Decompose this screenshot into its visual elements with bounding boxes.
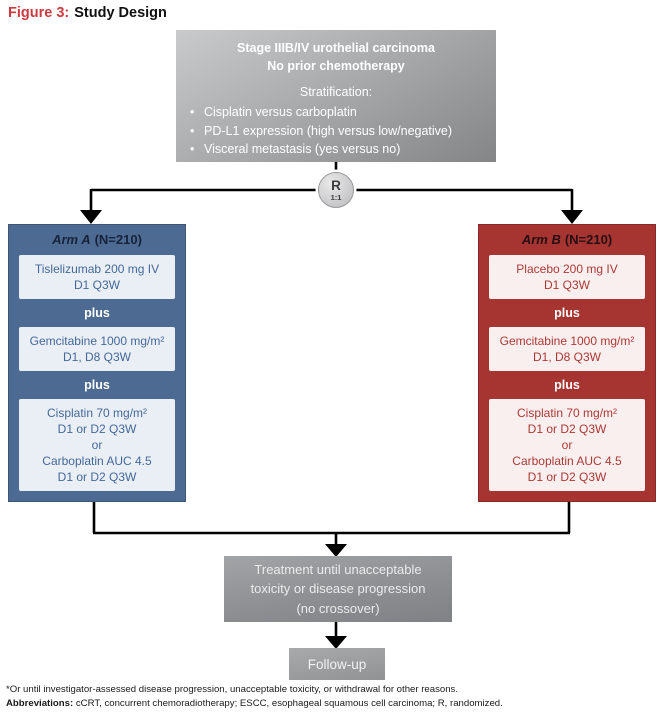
drug-dose-line: Gemcitabine 1000 mg/m²: [29, 333, 165, 348]
or-label: or: [561, 437, 573, 452]
stratification-label: Stratification:: [299, 85, 373, 99]
stratification-list: Cisplatin versus carboplatin PD-L1 expre…: [176, 103, 496, 159]
arrowhead-followup: [325, 636, 347, 649]
plus-label: plus: [554, 377, 580, 392]
population-line-1: Stage IIIB/IV urothelial carcinoma: [237, 41, 435, 55]
drug-schedule-line: D1, D8 Q3W: [532, 349, 601, 364]
randomization-symbol: R: [331, 178, 341, 193]
arm-a-header: Arm A(N=210): [52, 232, 142, 248]
followup-box: Follow-up: [289, 648, 385, 680]
footnote-asterisk: *Or until investigator-assessed disease …: [6, 684, 658, 696]
drug-schedule-line: D1 or D2 Q3W: [527, 421, 607, 436]
drug-dose-line: Carboplatin AUC 4.5: [512, 453, 622, 468]
arm-a-name: Arm A: [52, 232, 91, 247]
treatment-line-1: Treatment until unacceptable: [254, 561, 422, 577]
arm-b-box: Arm B(N=210) Placebo 200 mg IV D1 Q3W pl…: [478, 224, 656, 502]
abbreviations-footnote: Abbreviations: cCRT, concurrent chemorad…: [6, 698, 658, 710]
arm-b-n: (N=210): [564, 232, 613, 247]
drug-dose-line: Cisplatin 70 mg/m²: [46, 405, 148, 420]
drug-schedule-line: D1 or D2 Q3W: [57, 421, 137, 436]
drug-dose-line: Carboplatin AUC 4.5: [42, 453, 152, 468]
study-population-box: Stage IIIB/IV urothelial carcinoma No pr…: [176, 30, 496, 162]
abbreviations-label: Abbreviations:: [6, 698, 74, 709]
drug-dose-line: Tislelizumab 200 mg IV: [34, 262, 160, 277]
arrowhead-arm-a: [80, 210, 102, 224]
stratification-item-pdl1: PD-L1 expression (high versus low/negati…: [190, 122, 496, 141]
drug-dose-line: Placebo 200 mg IV: [516, 262, 618, 277]
stratification-item-cisplatin: Cisplatin versus carboplatin: [190, 103, 496, 122]
arm-b-drug-box-2: Gemcitabine 1000 mg/m² D1, D8 Q3W: [489, 326, 645, 371]
stratification-item-metastasis: Visceral metastasis (yes versus no): [190, 140, 496, 159]
arm-a-drug-box-1: Tislelizumab 200 mg IV D1 Q3W: [19, 255, 175, 300]
arm-b-header: Arm B(N=210): [522, 232, 612, 248]
plus-label: plus: [84, 377, 110, 392]
plus-label: plus: [84, 305, 110, 320]
drug-dose-line: Gemcitabine 1000 mg/m²: [499, 333, 635, 348]
arm-b-name: Arm B: [521, 232, 561, 247]
drug-schedule-line: D1 Q3W: [543, 278, 590, 293]
figure-title: Figure 3:Study Design: [8, 5, 167, 21]
figure-name-label: Study Design: [74, 5, 167, 21]
population-line-2: No prior chemotherapy: [267, 58, 405, 73]
figure-number-label: Figure 3:: [8, 5, 70, 21]
abbreviations-text: cCRT, concurrent chemoradiotherapy; ESCC…: [73, 698, 503, 709]
drug-schedule-line: D1 Q3W: [73, 278, 120, 293]
drug-schedule-line: D1, D8 Q3W: [62, 349, 131, 364]
plus-label: plus: [554, 305, 580, 320]
footnote-asterisk-text: *Or until investigator-assessed disease …: [6, 684, 459, 695]
treatment-line-3: (no crossover): [296, 600, 380, 616]
drug-dose-line: Cisplatin 70 mg/m²: [516, 405, 618, 420]
arrowhead-treatment: [325, 544, 347, 557]
drug-schedule-line: D1 or D2 Q3W: [57, 469, 137, 484]
randomization-ratio: 1:1: [330, 192, 342, 202]
randomization-node: R 1:1: [318, 172, 354, 208]
arrowhead-arm-b: [561, 210, 583, 224]
arm-b-drug-box-3: Cisplatin 70 mg/m² D1 or D2 Q3W or Carbo…: [489, 398, 645, 491]
arm-a-box: Arm A(N=210) Tislelizumab 200 mg IV D1 Q…: [8, 224, 186, 502]
treatment-line-2: toxicity or disease progression: [250, 581, 426, 597]
drug-schedule-line: D1 or D2 Q3W: [527, 469, 607, 484]
arm-a-drug-box-2: Gemcitabine 1000 mg/m² D1, D8 Q3W: [19, 326, 175, 371]
treatment-box: Treatment until unacceptable toxicity or…: [224, 556, 452, 622]
arm-a-n: (N=210): [94, 232, 142, 247]
or-label: or: [91, 437, 103, 452]
arm-b-drug-box-1: Placebo 200 mg IV D1 Q3W: [489, 255, 645, 300]
arm-a-drug-box-3: Cisplatin 70 mg/m² D1 or D2 Q3W or Carbo…: [19, 398, 175, 491]
